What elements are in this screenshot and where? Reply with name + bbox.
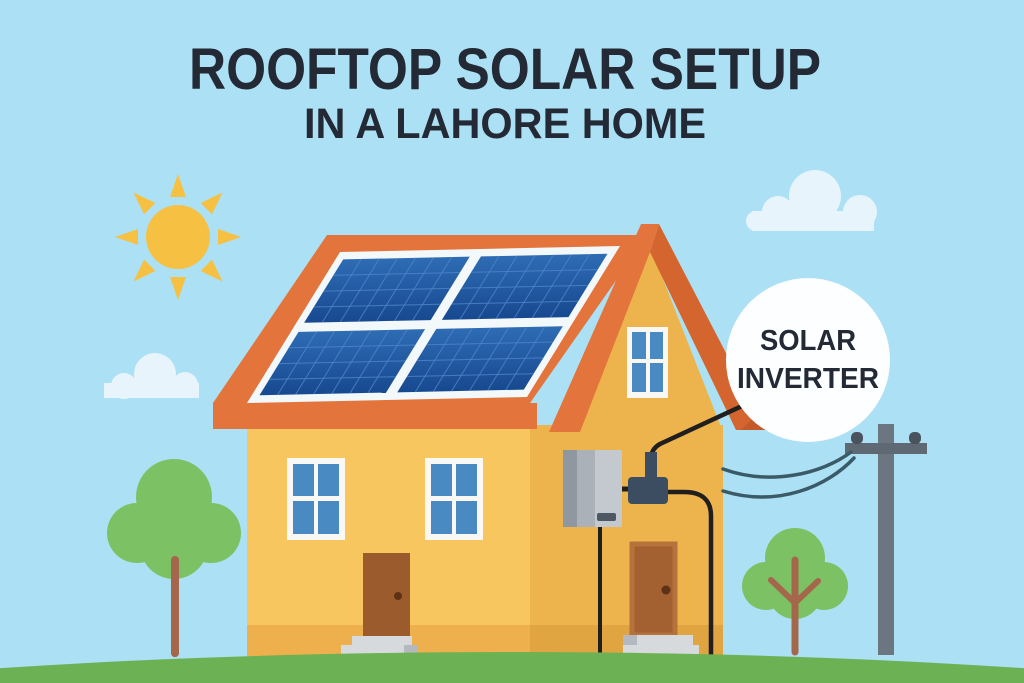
electrical-system	[563, 390, 773, 658]
page-subtitle: IN A LAHORE HOME	[304, 100, 706, 148]
insulator	[851, 432, 863, 444]
steps-left	[341, 636, 417, 655]
panel-cell-grid	[304, 257, 470, 323]
power-line-lower	[721, 456, 856, 499]
crossarm	[845, 443, 927, 454]
front-eave	[213, 403, 537, 429]
callout-text-line1: SOLAR	[760, 325, 856, 357]
door-knob	[661, 585, 671, 595]
insulator	[909, 432, 921, 444]
side-wall	[530, 425, 723, 660]
inverter-vent-slot	[597, 513, 616, 521]
conduit-stub	[645, 452, 657, 480]
page-title: ROOFTOP SOLAR SETUP	[189, 37, 821, 102]
callout-text-line2: INVERTER	[737, 363, 879, 395]
pole	[878, 424, 894, 655]
power-line-upper	[721, 450, 853, 479]
utility-pole	[845, 424, 927, 655]
cloud-left-icon	[104, 353, 199, 399]
roof	[213, 224, 766, 432]
gable-roof-left	[549, 224, 659, 432]
tree-canopy	[107, 459, 241, 579]
window-right	[425, 458, 483, 540]
gable-window	[627, 327, 668, 398]
tree-left	[107, 459, 241, 657]
wire-junction-to-ground	[665, 489, 714, 658]
grass-hill	[0, 652, 1024, 683]
panel-cell-grid	[259, 329, 425, 395]
steps-right	[623, 635, 699, 655]
solar-inverter-unit	[563, 450, 622, 527]
window-left	[287, 458, 345, 540]
junction-box	[628, 477, 668, 504]
panel-cell-grid	[442, 254, 608, 320]
tree-right	[742, 528, 848, 656]
cloud-right-icon	[746, 170, 877, 231]
panel-cell-grid	[397, 326, 563, 392]
sun-icon	[115, 174, 241, 300]
door-knob	[394, 592, 402, 600]
callout-solar-inverter: SOLAR INVERTER	[726, 278, 890, 442]
door-right	[629, 541, 678, 638]
callout-bubble	[726, 278, 890, 442]
door-left	[363, 553, 410, 637]
house	[247, 246, 723, 660]
solar-panel-array	[247, 246, 620, 403]
